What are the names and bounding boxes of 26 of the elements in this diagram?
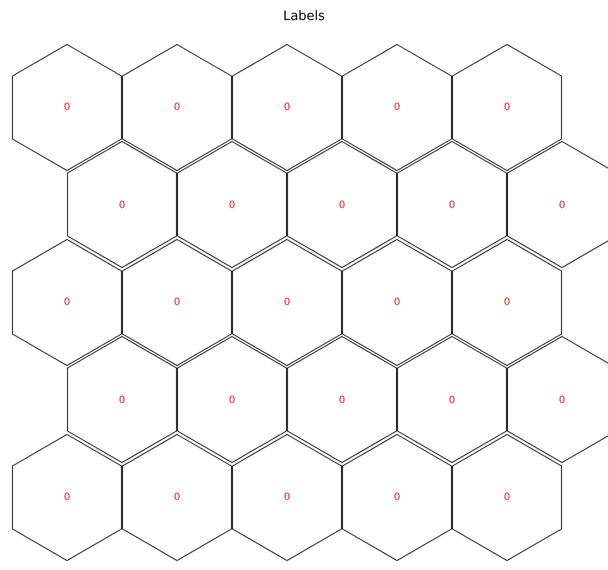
cell-label: 0 bbox=[284, 492, 290, 504]
cell-label: 0 bbox=[284, 102, 290, 114]
cell-label: 0 bbox=[394, 492, 400, 504]
cell-label: 0 bbox=[338, 394, 346, 407]
cell-label: 0 bbox=[504, 102, 510, 114]
cell-label: 0 bbox=[558, 200, 566, 212]
cell-label: 0 bbox=[118, 394, 126, 407]
cell-label: 0 bbox=[504, 297, 510, 310]
cell-label: 0 bbox=[284, 297, 290, 310]
cell-label: 0 bbox=[394, 102, 400, 114]
cell-label: 0 bbox=[64, 492, 70, 504]
cell-label: 0 bbox=[394, 297, 400, 310]
cell-label: 0 bbox=[174, 492, 180, 504]
cell-label: 0 bbox=[504, 492, 510, 504]
chart-title: Labels bbox=[283, 9, 325, 24]
cell-label: 0 bbox=[174, 102, 180, 114]
cell-label: 0 bbox=[118, 200, 126, 212]
cell-label: 0 bbox=[338, 200, 346, 212]
cell-label: 0 bbox=[448, 200, 456, 212]
cell-label: 0 bbox=[174, 297, 180, 310]
cell-label: 0 bbox=[228, 200, 236, 212]
cell-label: 0 bbox=[558, 394, 566, 407]
cell-label: 0 bbox=[228, 394, 236, 407]
cell-label: 0 bbox=[448, 394, 456, 407]
cell-label: 0 bbox=[64, 102, 70, 114]
cell-label: 0 bbox=[64, 297, 70, 310]
